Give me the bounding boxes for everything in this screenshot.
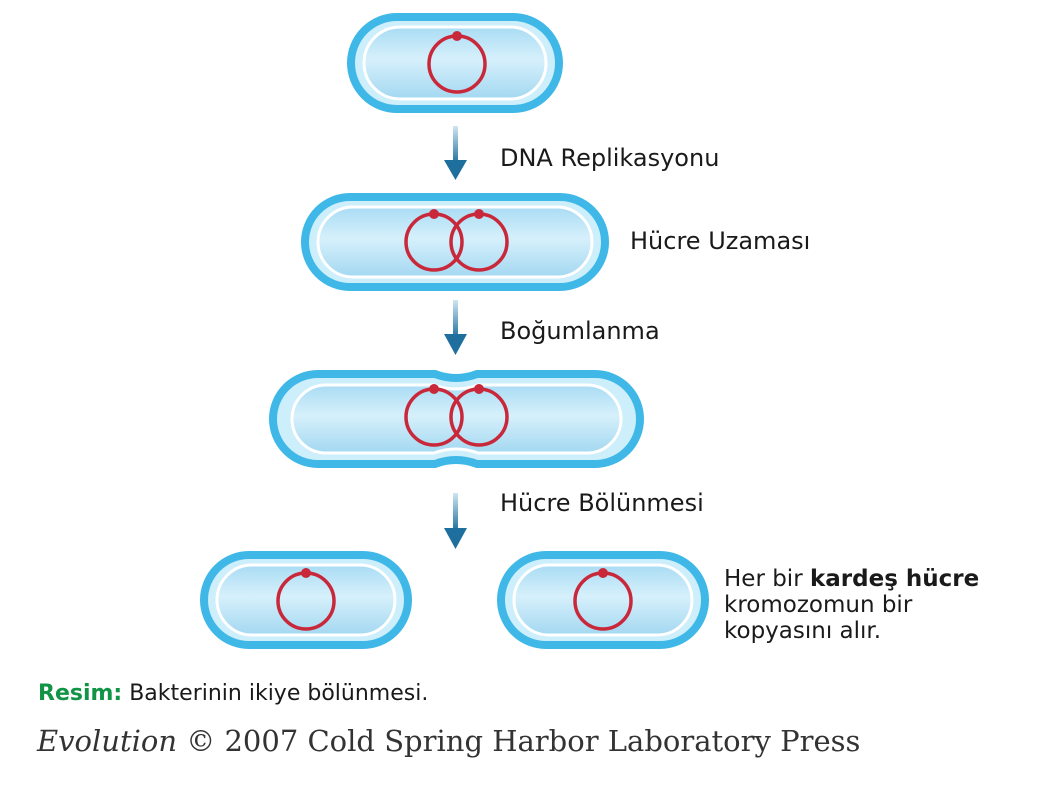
daughter-cell-right <box>497 551 709 649</box>
caption-tag: Resim: <box>38 681 123 706</box>
result-note-line3: kopyasını alır. <box>724 618 882 644</box>
step-label-replication: DNA Replikasyonu <box>500 144 720 172</box>
daughter-cell-left <box>200 551 412 649</box>
down-arrow-icon <box>444 493 467 549</box>
credit-title: Evolution <box>37 724 178 758</box>
replication-origin-dot <box>429 209 439 219</box>
replication-origin-dot <box>452 31 462 41</box>
constricting-cell <box>269 370 644 468</box>
replication-origin-dot <box>301 568 311 578</box>
result-note-line1: Her bir kardeş hücre <box>724 566 979 592</box>
replication-origin-dot <box>474 384 484 394</box>
result-note-line2: kromozomun bir <box>724 592 913 618</box>
replication-origin-dot <box>598 568 608 578</box>
down-arrow-icon <box>444 126 467 180</box>
result-emphasis: kardeş hücre <box>809 566 980 592</box>
step-label-constriction: Boğumlanma <box>500 317 660 345</box>
caption-text: Bakterinin ikiye bölünmesi. <box>129 681 429 706</box>
parent-cell <box>347 13 563 113</box>
result-note: Her bir kardeş hücre kromozomun bir kopy… <box>724 566 979 644</box>
result-prefix: Her bir <box>724 566 803 592</box>
figure-caption: Resim: Bakterinin ikiye bölünmesi. <box>38 681 428 706</box>
credit-text: © 2007 Cold Spring Harbor Laboratory Pre… <box>186 724 861 758</box>
replication-origin-dot <box>429 384 439 394</box>
source-credit: Evolution © 2007 Cold Spring Harbor Labo… <box>37 724 860 758</box>
replication-origin-dot <box>474 209 484 219</box>
down-arrow-icon <box>444 300 467 355</box>
step-label-elongation: Hücre Uzaması <box>630 227 811 255</box>
step-label-division: Hücre Bölünmesi <box>500 489 704 517</box>
elongated-cell <box>301 193 609 291</box>
